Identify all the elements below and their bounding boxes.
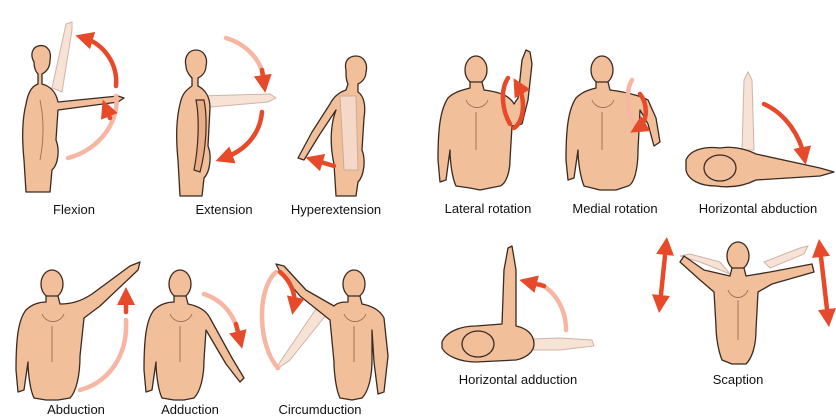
label-hyperextension: Hyperextension — [291, 202, 381, 217]
figure-lateral-rotation — [437, 49, 533, 191]
figure-abduction — [15, 261, 141, 401]
figure-horizontal-abduction — [685, 70, 835, 188]
figure-horizontal-adduction — [441, 245, 595, 363]
label-adduction: Adduction — [161, 402, 219, 417]
figure-extension — [176, 35, 277, 197]
figure-medial-rotation — [565, 55, 661, 191]
label-scaption: Scaption — [713, 372, 764, 387]
label-circumduction: Circumduction — [278, 402, 361, 417]
figure-adduction — [143, 269, 247, 401]
label-lateral-rotation: Lateral rotation — [445, 201, 532, 216]
label-extension: Extension — [195, 202, 252, 217]
figure-flexion — [22, 21, 125, 193]
figure-scaption — [651, 237, 836, 365]
figure-circumduction — [259, 263, 389, 401]
label-medial-rotation: Medial rotation — [572, 201, 657, 216]
label-abduction: Abduction — [47, 402, 105, 417]
label-horizontal-abduction: Horizontal abduction — [699, 201, 818, 216]
figure-hyperextension — [297, 55, 368, 197]
label-flexion: Flexion — [53, 202, 95, 217]
label-horizontal-adduction: Horizontal adduction — [459, 372, 578, 387]
